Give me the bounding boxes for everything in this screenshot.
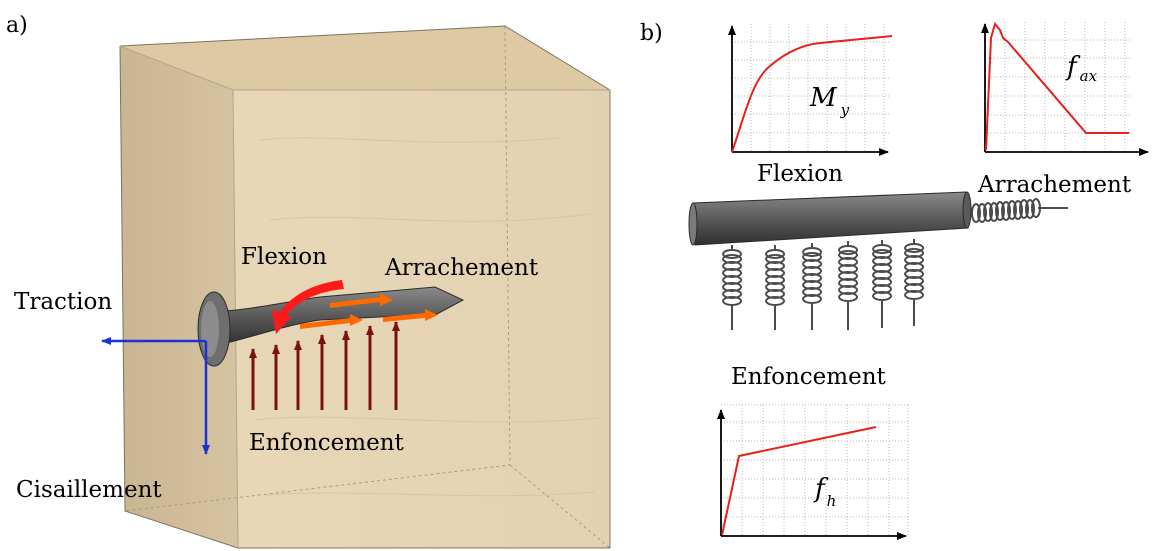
wood-left-face xyxy=(120,46,238,548)
label-flexion-a: Flexion xyxy=(241,244,327,270)
graph-flexion-curve xyxy=(731,35,893,153)
wood-block xyxy=(119,25,611,549)
label-enfoncement-b: Enfoncement xyxy=(731,364,887,390)
graph-arrachement-caption: Arrachement xyxy=(977,172,1132,198)
graph-arrachement-grid xyxy=(985,22,1130,152)
embedment-spring xyxy=(904,239,925,326)
pullout-arrow xyxy=(383,309,438,322)
pullout-spring xyxy=(971,198,1068,224)
pullout-arrow xyxy=(330,293,393,308)
label-arrachement-a: Arrachement xyxy=(384,255,539,281)
pullout-arrow xyxy=(300,314,363,329)
panel-a-label: a) xyxy=(6,13,28,38)
embedment-spring xyxy=(802,243,823,330)
wood-front-face xyxy=(233,90,610,548)
embedment-spring xyxy=(765,245,786,330)
bending-arrow xyxy=(272,280,344,334)
graph-arrachement-curve xyxy=(985,21,1129,151)
spring-model xyxy=(688,191,1068,330)
graph-enfoncement-grid xyxy=(721,404,909,535)
embedment-spring xyxy=(722,245,743,330)
panel-b-label: b) xyxy=(640,21,663,46)
nail-shank xyxy=(211,286,465,346)
embedment-spring xyxy=(872,240,893,328)
graph-flexion-caption: Flexion xyxy=(757,161,843,187)
axis-arrows xyxy=(101,337,210,455)
graph-enfoncement-curve xyxy=(721,426,877,536)
wood-top-face xyxy=(120,26,610,90)
embedment-springs xyxy=(722,239,925,330)
label-traction: Traction xyxy=(14,289,112,315)
label-cisaillement: Cisaillement xyxy=(16,477,162,503)
label-enfoncement-a: Enfoncement xyxy=(249,430,405,456)
model-nail-cylinder xyxy=(692,191,969,246)
pullout-arrows xyxy=(300,293,438,329)
embedment-arrows xyxy=(249,321,400,410)
wood-grain xyxy=(254,137,601,497)
wood-outline xyxy=(119,25,611,549)
embedment-spring xyxy=(838,241,859,330)
